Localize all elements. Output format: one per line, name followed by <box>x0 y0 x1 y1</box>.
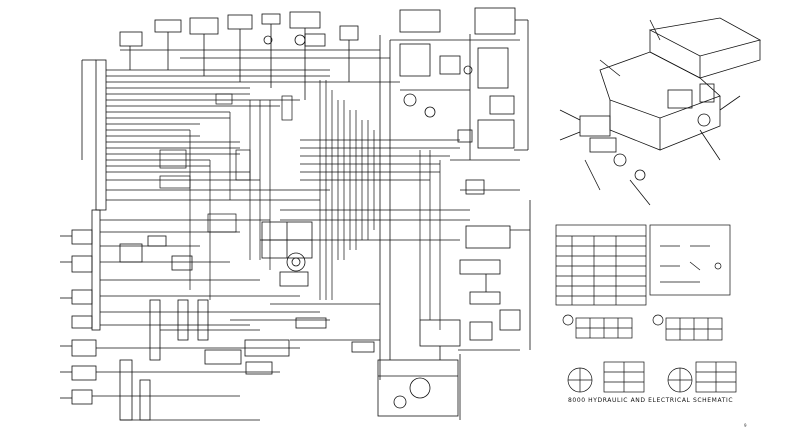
lower-connector-blocks <box>119 299 380 421</box>
relay-switch-cluster <box>119 221 313 287</box>
top-right-components <box>379 7 529 380</box>
symbol-legend <box>649 224 731 296</box>
machine-isometric-sketch <box>559 17 762 206</box>
schematic-title: 8000 HYDRAULIC AND ELECTRICAL SCHEMATIC <box>568 397 734 404</box>
lower-center-components <box>377 200 531 420</box>
left-connector-bus <box>81 59 400 331</box>
sheet-number: 9 <box>744 423 747 428</box>
lower-left-terminals <box>60 229 300 405</box>
central-harness <box>159 80 470 330</box>
legend-table <box>555 224 647 306</box>
top-component-row <box>119 11 390 100</box>
switch-position-diagrams <box>562 314 737 393</box>
